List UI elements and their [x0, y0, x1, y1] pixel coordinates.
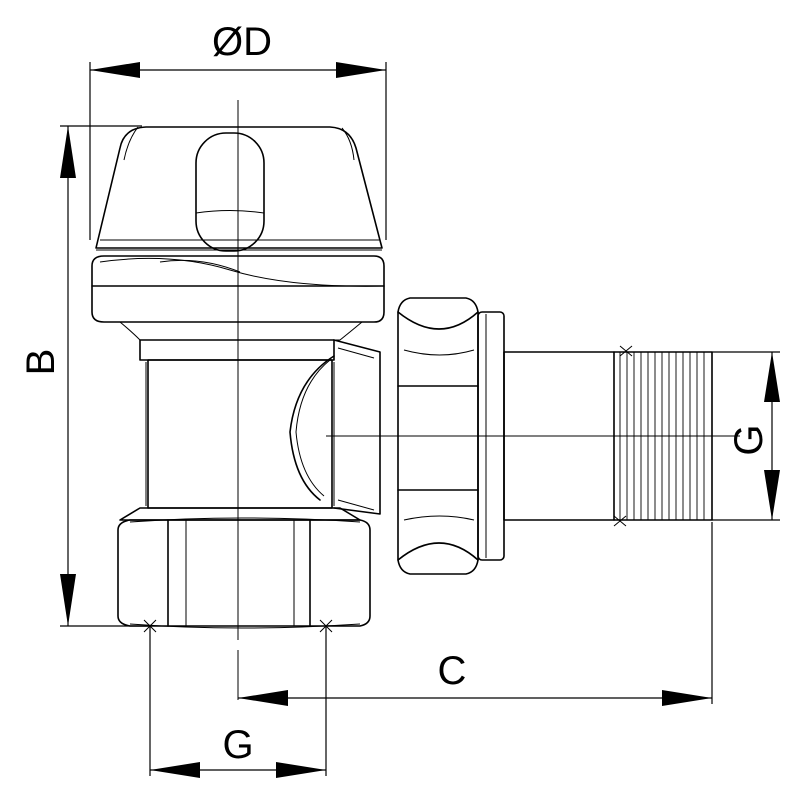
valve-cap — [95, 126, 383, 252]
diameter-label: ØD — [212, 20, 272, 64]
dimension-diameter: ØD — [89, 20, 387, 240]
dimension-height: B — [19, 125, 150, 627]
dimension-offset: C — [238, 522, 713, 706]
offset-label: C — [438, 649, 467, 693]
dimension-thread-side: G — [712, 351, 780, 521]
centre-lines — [237, 100, 740, 700]
height-label: B — [19, 349, 63, 376]
cap-grip — [195, 132, 265, 252]
valve-body — [119, 339, 381, 521]
dimension-thread-bottom: G — [143, 619, 333, 778]
thread-bottom-label: G — [222, 723, 253, 767]
thread-side-label: G — [727, 424, 771, 455]
bottom-hex-nut — [117, 517, 371, 629]
